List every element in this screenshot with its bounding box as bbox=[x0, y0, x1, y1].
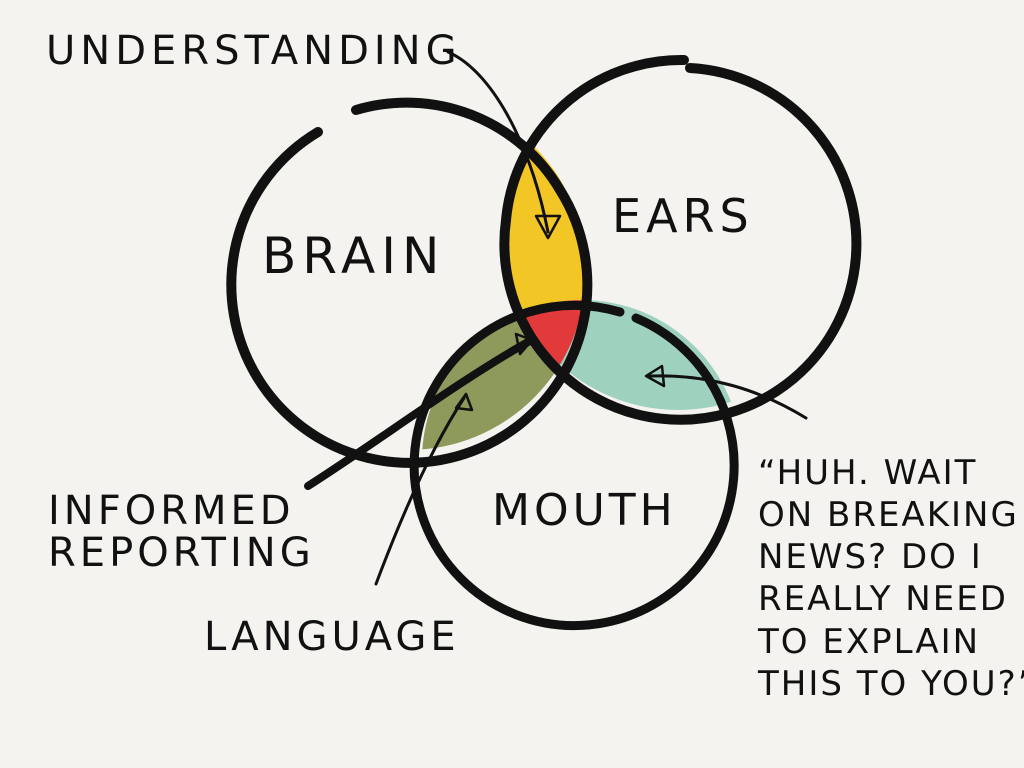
overlap-brain-mouth-region bbox=[422, 300, 586, 450]
brain-circle bbox=[226, 97, 593, 468]
quote-text: “HUH. WAIT ON BREAKING NEWS? DO I REALLY… bbox=[758, 452, 1024, 705]
language-arrow bbox=[374, 396, 466, 586]
ears-label: EARS bbox=[612, 189, 754, 243]
informed-reporting-arrow bbox=[304, 338, 532, 490]
informed-reporting-label: INFORMED REPORTING bbox=[48, 490, 315, 574]
ears-circle bbox=[499, 54, 862, 425]
informed-reporting-line-1: INFORMED bbox=[48, 488, 295, 534]
informed-reporting-line-2: REPORTING bbox=[48, 530, 315, 576]
quote-line: “HUH. WAIT bbox=[758, 453, 978, 493]
quote-line: ON BREAKING bbox=[758, 495, 1019, 536]
quote-line: TO EXPLAIN bbox=[758, 621, 981, 662]
language-arrowhead bbox=[454, 392, 474, 412]
brain-label: BRAIN bbox=[262, 227, 446, 285]
understanding-arrowhead bbox=[534, 214, 562, 240]
language-label: LANGUAGE bbox=[204, 614, 460, 660]
quote-arrow bbox=[648, 374, 808, 420]
quote-line: THIS TO YOU?” bbox=[758, 663, 1024, 704]
understanding-label: UNDERSTANDING bbox=[46, 28, 462, 74]
mouth-label: MOUTH bbox=[492, 485, 677, 536]
overlap-ears-mouth-region bbox=[502, 300, 742, 410]
quote-line: REALLY NEED bbox=[758, 579, 1008, 620]
mouth-circle bbox=[409, 300, 739, 631]
quote-line: NEWS? DO I bbox=[758, 537, 983, 578]
informed-reporting-arrowhead bbox=[514, 332, 534, 356]
understanding-arrow bbox=[446, 50, 550, 234]
quote-arrowhead bbox=[644, 364, 666, 388]
